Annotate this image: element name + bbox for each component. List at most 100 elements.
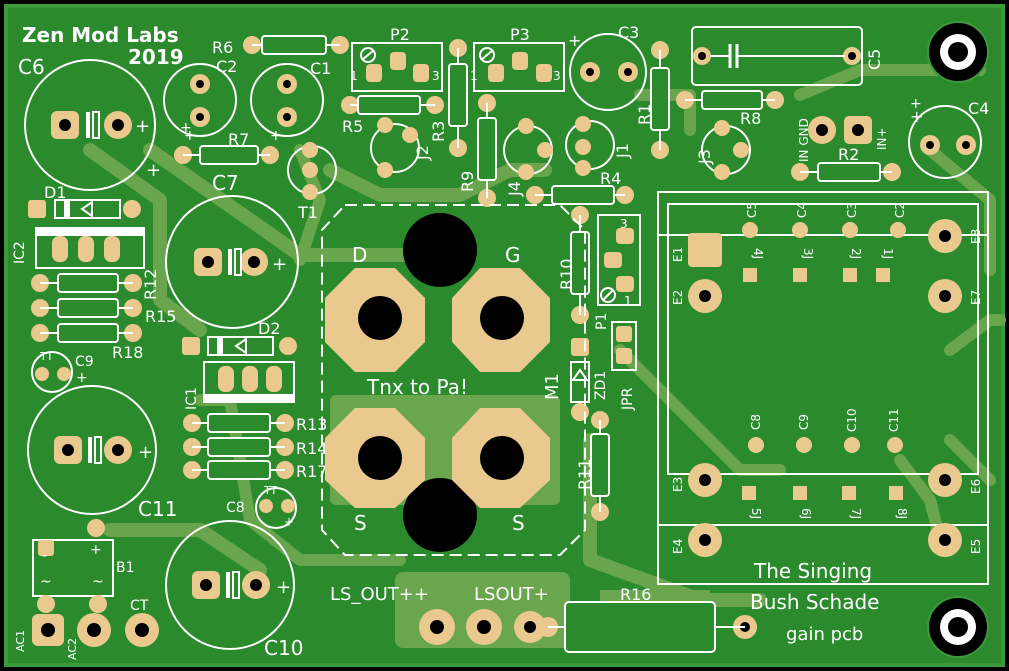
silkscreen-label: JPR <box>620 387 636 411</box>
silkscreen-label: - <box>42 548 47 564</box>
silkscreen-label: + <box>146 160 161 181</box>
silkscreen-label: R6 <box>212 38 233 57</box>
silkscreen-label: R3 <box>429 121 448 142</box>
capacitor-c1: C1 + <box>250 59 331 144</box>
tnx-text: Tnx to Pa! <box>366 375 468 399</box>
label-ls-out-plusplus: LS_OUT++ <box>330 584 429 605</box>
silkscreen-label: R17 <box>296 462 327 481</box>
silkscreen-label: CT <box>130 598 149 614</box>
silkscreen-label: C9 <box>75 354 94 370</box>
bridge-rectifier-b1: - + ~ ~ B1 <box>32 519 135 613</box>
connector-input: IN GND IN+ <box>797 116 889 162</box>
capacitor-c7: + C7 <box>165 171 299 329</box>
zener-diode-zd1: ZD1 <box>570 338 609 421</box>
trimpot-p1: P1 3 1 <box>594 214 641 330</box>
silkscreen-label: E8 <box>969 229 983 244</box>
silkscreen-label: ~ <box>40 574 52 590</box>
silkscreen-label: AC2 <box>66 638 79 660</box>
label-c11: C11 <box>138 497 177 521</box>
regulator-ic2: IC2 <box>12 227 145 269</box>
silkscreen-label: R8 <box>740 109 761 128</box>
mounting-hole-bottom-right <box>927 596 989 658</box>
silkscreen-label: E1 <box>671 247 685 262</box>
silkscreen-label: R14 <box>296 439 327 458</box>
silkscreen-label: E5 <box>969 539 983 554</box>
silkscreen-label: C8 <box>749 414 763 430</box>
transistor-j1: J1 <box>565 116 632 176</box>
transistor-j2: J2 <box>370 117 432 178</box>
board-name-line1: The Singing <box>753 559 872 583</box>
silkscreen-label: + <box>138 442 153 463</box>
silkscreen-label: + <box>270 128 282 144</box>
silkscreen-label: + <box>180 120 192 136</box>
transistor-j4: J4 <box>503 118 553 197</box>
silkscreen-label: IN GND <box>797 118 811 162</box>
capacitor-c6: + C6 <box>18 55 156 191</box>
silkscreen-label: R13 <box>296 415 327 434</box>
silkscreen-label: 3 <box>432 69 440 83</box>
silkscreen-label: R5 <box>342 117 363 136</box>
capacitor-c11: + C11 <box>27 385 177 521</box>
silkscreen-label: R2 <box>838 145 859 164</box>
capacitor-c10: + C10 <box>165 520 303 660</box>
silkscreen-label: E3 <box>671 477 685 492</box>
silkscreen-label: C11 <box>887 408 901 432</box>
connector-ls-out: LS_OUT++ LSOUT+ <box>330 584 549 645</box>
silkscreen-label: R9 <box>458 171 477 192</box>
mounting-hole-top-right <box>927 21 989 83</box>
silkscreen-label: C4 <box>968 99 989 118</box>
silkscreen-label: C9 <box>797 414 811 430</box>
silkscreen-label: 2J <box>849 248 863 259</box>
resistor-r15: R15 <box>31 298 176 326</box>
silkscreen-label: C4 <box>795 202 809 218</box>
silkscreen-label: C5 <box>745 202 759 218</box>
silkscreen-label: R15 <box>145 307 176 326</box>
silkscreen-label: ~ <box>92 574 104 590</box>
capacitor-c2: C2 + <box>163 57 237 144</box>
resistor-r18: R18 <box>31 323 143 362</box>
label-c7: C7 <box>212 171 239 195</box>
silkscreen-label: + <box>135 116 150 137</box>
silkscreen-label: AC1 <box>14 630 27 652</box>
silkscreen-label: C5 <box>865 49 884 70</box>
silkscreen-label: C1 <box>310 59 331 78</box>
resistor-r7: R7 <box>174 130 279 165</box>
resistor-r14: R14 <box>183 437 327 458</box>
title-line1: Zen Mod Labs <box>22 23 179 47</box>
silkscreen-label: B1 <box>116 560 135 576</box>
board-name-line3: gain pcb <box>786 624 863 645</box>
silkscreen-label: 3 <box>553 69 561 83</box>
silkscreen-label: E4 <box>671 539 685 554</box>
capacitor-c9: TT C9 + <box>31 350 94 393</box>
silkscreen-label: 3 <box>620 217 628 231</box>
transformer-top-row: C5 C4 C3 C2 4J 3J 2J 1J <box>742 202 907 282</box>
capacitor-c5-film: C5 <box>691 26 884 86</box>
resistor-r2: R2 <box>791 145 901 182</box>
silkscreen-label: R16 <box>620 585 651 604</box>
silkscreen-label: TT <box>39 350 54 363</box>
label-c6: C6 <box>18 55 45 79</box>
silkscreen-label: + <box>272 254 287 275</box>
silkscreen-label: IC1 <box>184 387 200 410</box>
silkscreen-label: D1 <box>44 183 67 202</box>
silkscreen-label: J1 <box>613 143 632 159</box>
connector-ct: CT <box>125 598 159 647</box>
silkscreen-label: R4 <box>600 169 621 188</box>
silkscreen-label: + <box>910 107 923 126</box>
silkscreen-label: T1 <box>297 203 318 222</box>
silkscreen-label: 1 <box>350 69 358 83</box>
silkscreen-label: 7J <box>849 508 863 519</box>
silkscreen-label: + <box>910 96 922 112</box>
trimpot-p3: P3 1 3 <box>470 25 565 92</box>
silkscreen-label: J3 <box>695 149 714 165</box>
transistor-t1: T1 <box>287 142 337 222</box>
mosfet-source-label-2: S <box>512 511 525 535</box>
silkscreen-label: + <box>90 542 102 558</box>
diode-d1: D1 <box>28 183 141 219</box>
label-c10: C10 <box>264 636 303 660</box>
transformer-bottom-row: C8 C9 C10 C11 5J 6J 7J 8J <box>742 408 909 519</box>
silkscreen-label: 1 <box>470 69 478 83</box>
silkscreen-label: J2 <box>413 145 432 161</box>
silkscreen-label: E2 <box>671 290 685 305</box>
silkscreen-label: + <box>76 370 88 386</box>
